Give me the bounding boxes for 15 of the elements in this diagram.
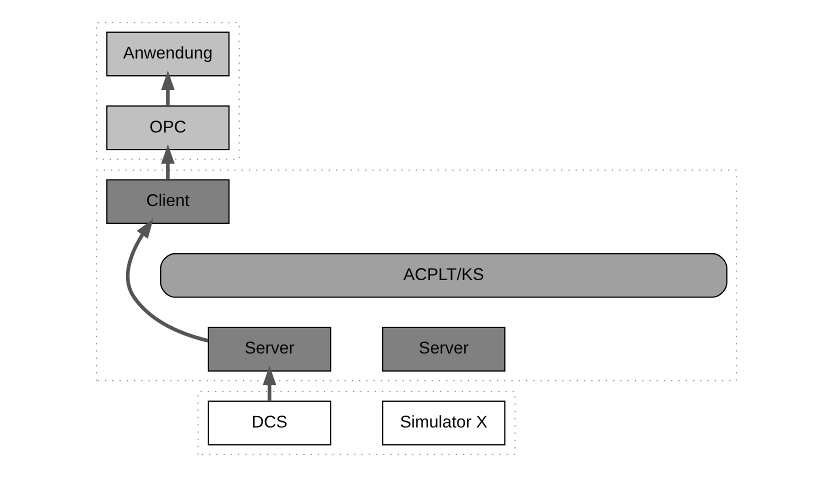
node-box: OPC [106,105,230,150]
node-box: Anwendung [106,32,230,76]
node-box: Server [382,326,505,372]
arrow [262,366,276,402]
arrow [160,144,174,180]
node-box: DCS [207,400,331,446]
cluster [197,390,516,456]
cluster [95,170,737,382]
arrow [125,218,208,343]
cluster [95,22,240,160]
arrow [160,70,174,106]
node-box: Simulator X [382,400,505,446]
node-box: Server [207,326,331,372]
node-box: Client [106,179,230,224]
node-box: ACPLT/KS [160,253,727,298]
